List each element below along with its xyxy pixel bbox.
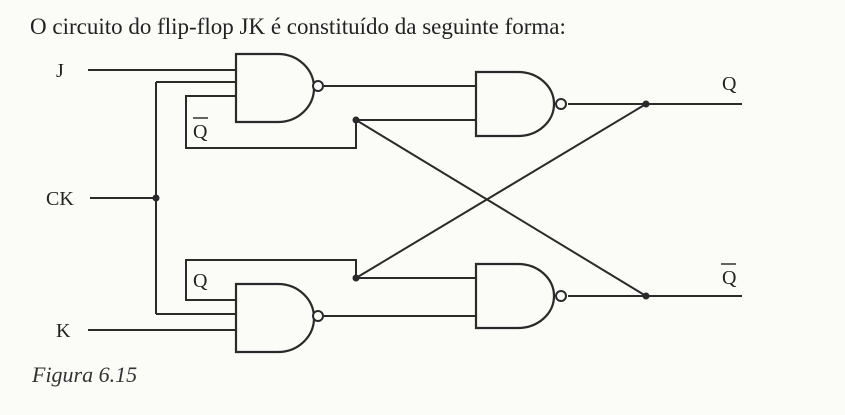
heading-text: O circuito do flip-flop JK é constituído… — [30, 14, 566, 39]
nand-gate-1 — [234, 52, 324, 124]
figure-caption: Figura 6.15 — [32, 362, 138, 387]
nand-gate-2 — [474, 70, 567, 138]
wire-feedback-top — [185, 95, 357, 149]
label-feedback-bottom: Q — [193, 270, 208, 292]
junction-top — [352, 116, 360, 124]
nand-gate-4 — [234, 282, 324, 354]
junction-qbar — [642, 292, 650, 300]
junction-ck — [152, 194, 160, 202]
wire-cross-1 — [355, 119, 647, 297]
wires — [88, 69, 742, 331]
label-j: J — [56, 60, 64, 82]
label-ck: CK — [46, 188, 74, 210]
junction-bottom — [352, 274, 360, 282]
junction-dots — [152, 100, 650, 300]
label-feedback-top: Q — [193, 121, 208, 143]
label-output-qbar: Q — [722, 267, 737, 289]
wire-feedback-bottom — [185, 259, 357, 301]
nand-gate-3 — [474, 262, 567, 330]
junction-q — [642, 100, 650, 108]
wire-cross-2 — [355, 103, 647, 279]
label-k: K — [56, 320, 71, 342]
label-output-q: Q — [722, 73, 737, 95]
